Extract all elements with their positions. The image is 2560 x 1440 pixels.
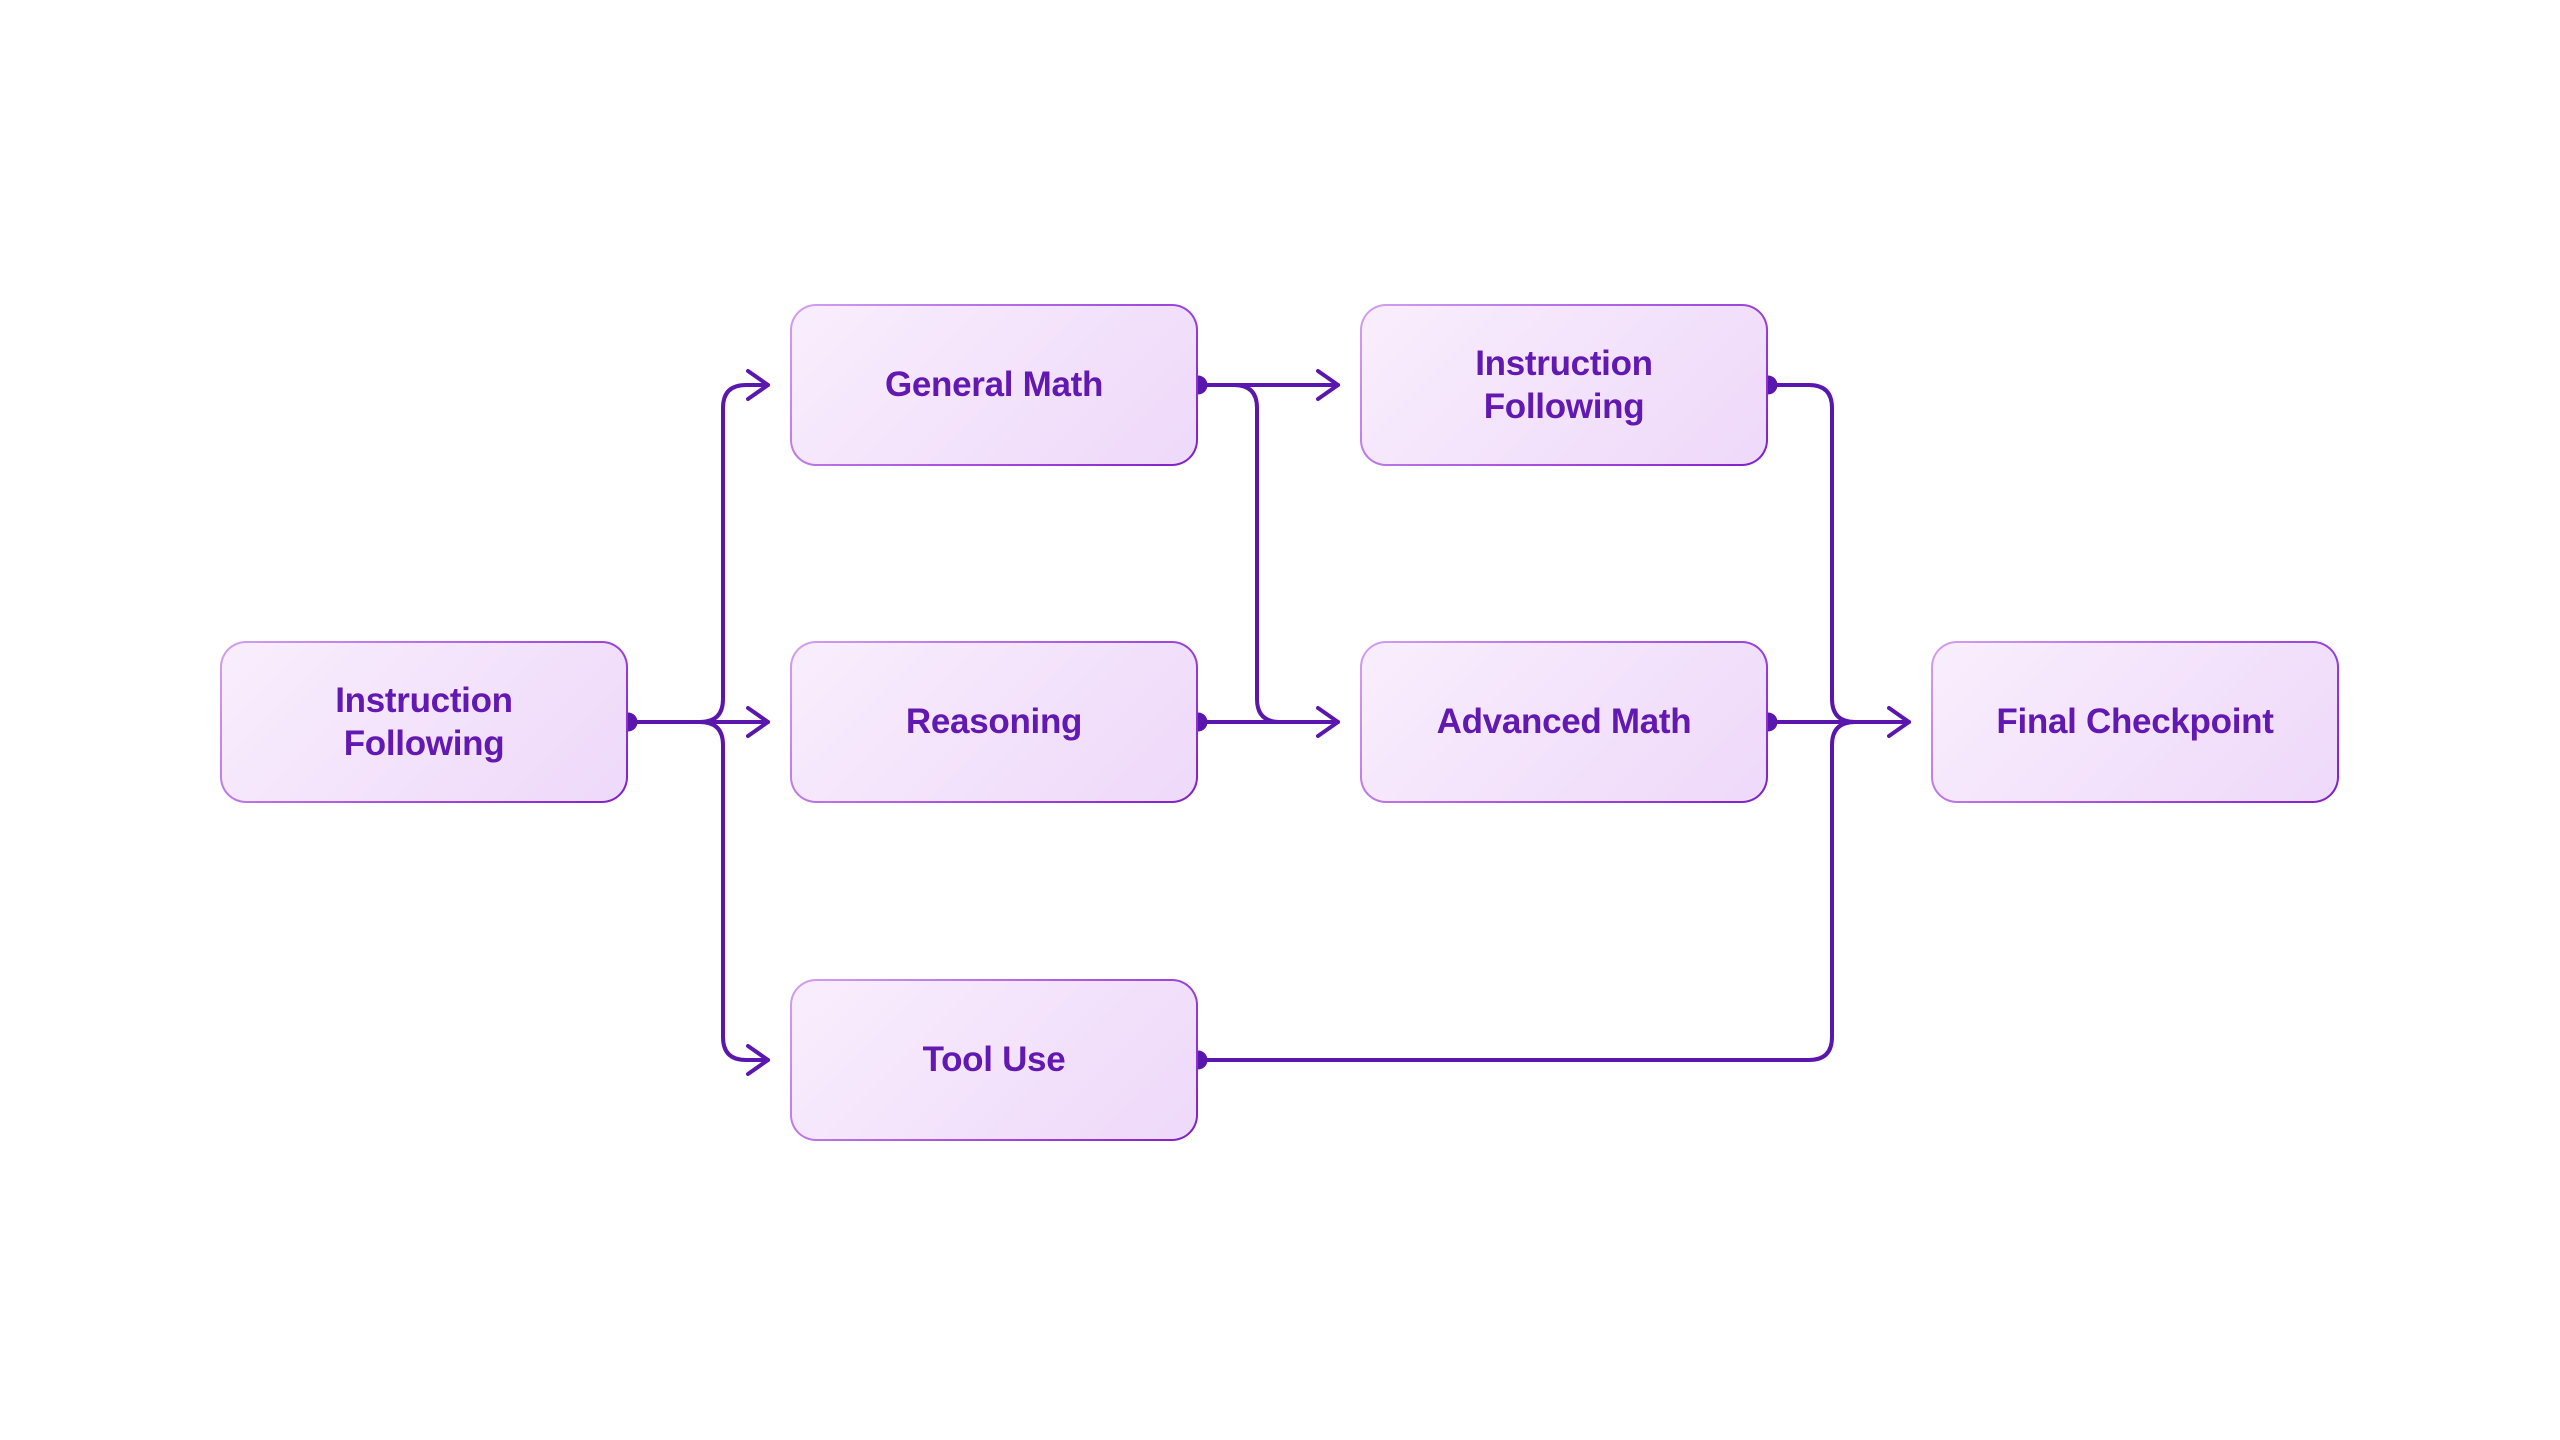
edge-gm-am xyxy=(1196,383,1292,724)
node-if1: Instruction Following xyxy=(220,641,628,803)
node-fc: Final Checkpoint xyxy=(1931,641,2339,803)
arrowhead-am-fc xyxy=(1887,706,1911,738)
node-rs: Reasoning xyxy=(790,641,1198,803)
node-am: Advanced Math xyxy=(1360,641,1768,803)
node-label-if1: Instruction Following xyxy=(335,680,513,763)
node-label-am: Advanced Math xyxy=(1436,702,1692,742)
edge-if2-fc xyxy=(1766,383,1867,724)
arrowhead-rs-am xyxy=(1316,706,1340,738)
node-label-rs: Reasoning xyxy=(905,702,1083,742)
node-if2: Instruction Following xyxy=(1360,304,1768,466)
arrowhead-gm-if2 xyxy=(1316,369,1340,401)
node-label-gm: General Math xyxy=(884,365,1104,405)
node-label-tu: Tool Use xyxy=(922,1040,1066,1080)
edge-if1-tu xyxy=(626,720,770,1062)
node-tu: Tool Use xyxy=(790,979,1198,1141)
edge-tu-fc xyxy=(1196,720,1867,1062)
arrowhead-if1-gm xyxy=(746,369,770,401)
arrowhead-if1-tu xyxy=(746,1044,770,1076)
arrowhead-if1-rs xyxy=(746,706,770,738)
node-label-fc: Final Checkpoint xyxy=(1996,702,2274,742)
node-gm: General Math xyxy=(790,304,1198,466)
node-label-if2: Instruction Following xyxy=(1475,343,1653,426)
edge-if1-gm xyxy=(626,383,770,724)
